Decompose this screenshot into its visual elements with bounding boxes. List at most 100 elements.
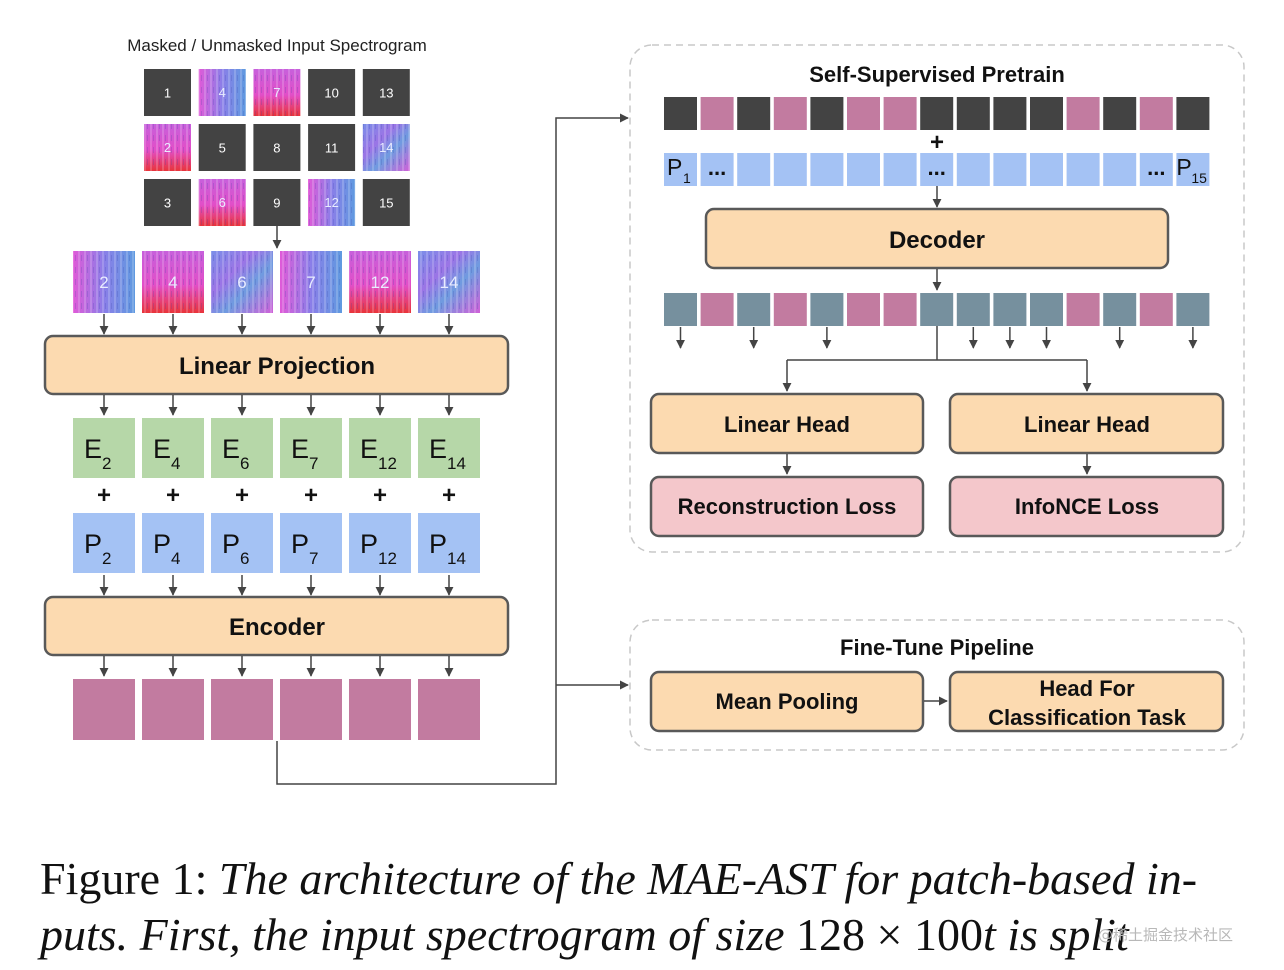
spectrogram-patch: 6 <box>211 251 273 313</box>
encoded-token <box>847 97 880 130</box>
classification-head-box <box>948 670 1225 733</box>
positional-bg <box>211 513 273 573</box>
input-title: Masked / Unmasked Input Spectrogram <box>127 36 427 55</box>
spectrogram-patch: 4 <box>198 69 246 116</box>
positional-letter: P <box>153 529 171 559</box>
infonce-loss-label: InfoNCE Loss <box>1015 494 1159 519</box>
embedding-subscript: 4 <box>171 454 180 473</box>
positional-bg <box>142 513 204 573</box>
embedding-letter: E <box>84 434 102 464</box>
positional-token <box>773 153 807 186</box>
pretrain-panel <box>629 44 1245 553</box>
spectrogram-texture <box>211 251 273 313</box>
masked-patch: 10 <box>308 69 356 116</box>
positional-bg <box>418 513 480 573</box>
mask-token <box>920 97 954 130</box>
spectrogram-patch: 7 <box>253 69 301 116</box>
finetune-panel <box>629 619 1245 751</box>
positional-token <box>847 153 880 186</box>
pos-last-letter: P <box>1176 154 1191 180</box>
masked-patch: 3 <box>144 179 191 226</box>
decoder-output-row <box>664 293 1210 326</box>
embedding-bg <box>142 418 204 478</box>
patch-number: 14 <box>379 140 393 155</box>
ellipsis-middle: ... <box>928 155 946 180</box>
reconstruction-loss-label: Reconstruction Loss <box>678 494 897 519</box>
positional-letter: P <box>291 529 309 559</box>
spectrogram-patch: 6 <box>198 179 246 226</box>
encoded-token <box>700 97 734 130</box>
positional-token <box>700 153 734 186</box>
mask-token <box>1176 97 1210 130</box>
decoded-token <box>883 293 917 326</box>
connector-to-pretrain <box>276 113 629 785</box>
masked-patch: 11 <box>308 124 356 171</box>
decoded-token <box>1139 293 1173 326</box>
mask-token <box>1030 97 1063 130</box>
encoded-token <box>883 97 917 130</box>
masked-patch: 8 <box>253 124 301 171</box>
reconstructed-token <box>1176 293 1210 326</box>
spectrogram-patch: 14 <box>362 124 410 171</box>
encoded-token <box>1139 97 1173 130</box>
encoded-token <box>773 97 807 130</box>
linear-head-right-box <box>948 392 1225 455</box>
spectrogram-texture <box>73 251 135 313</box>
mask-token <box>1103 97 1137 130</box>
positional-subscript: 14 <box>447 549 466 568</box>
patch-number: 3 <box>164 196 171 211</box>
encoder-to-output-arrows <box>99 656 454 677</box>
masked-patch-bg <box>362 179 410 226</box>
spectrogram-patch: 12 <box>308 179 356 226</box>
masked-patch-bg <box>362 69 410 116</box>
masked-patch: 1 <box>144 69 191 116</box>
patch-number: 13 <box>379 86 393 101</box>
plus-sign: + <box>166 482 180 509</box>
masked-patch: 5 <box>198 124 246 171</box>
encoder-box <box>43 595 510 657</box>
patch-number: 12 <box>371 273 390 292</box>
embedding-bg <box>73 418 135 478</box>
classification-head-line2: Classification Task <box>988 705 1186 730</box>
linear-projection-label: Linear Projection <box>179 353 375 380</box>
spectrogram-patch: 12 <box>349 251 411 313</box>
embedding-letter: E <box>222 434 240 464</box>
masked-patch-bg <box>144 69 191 116</box>
positional-letter: P <box>360 529 378 559</box>
embedding-subscript: 2 <box>102 454 111 473</box>
pos-first-letter: P <box>667 154 682 180</box>
patch-number: 8 <box>273 141 280 156</box>
patch-number: 12 <box>324 195 338 210</box>
mean-pooling-label: Mean Pooling <box>716 689 859 714</box>
masked-patch: 15 <box>362 179 410 226</box>
masked-patch-bg <box>253 179 301 226</box>
decoder-label: Decoder <box>889 227 985 254</box>
caption-line-1: Figure 1: The architecture of the MAE-AS… <box>40 851 1255 907</box>
embedding-letter: E <box>291 434 309 464</box>
spectrogram-patch: 2 <box>73 251 135 313</box>
positional-bg <box>73 513 135 573</box>
embedding-letter: E <box>153 434 171 464</box>
caption-line2-a: puts. First, the input spectrogram of si… <box>40 909 785 960</box>
spectrogram-patch: 2 <box>144 124 191 171</box>
spectrogram-texture <box>362 124 410 171</box>
plus-row: ++++++ <box>97 482 456 509</box>
positional-token <box>737 153 771 186</box>
decoded-token <box>700 293 734 326</box>
positional-token <box>664 153 697 186</box>
ellipsis-right: ... <box>1147 155 1165 180</box>
mask-token <box>810 97 844 130</box>
mask-token <box>993 97 1027 130</box>
positional-to-encoder-arrows <box>99 575 454 596</box>
spectrogram-texture <box>198 69 246 116</box>
decoded-token <box>773 293 807 326</box>
